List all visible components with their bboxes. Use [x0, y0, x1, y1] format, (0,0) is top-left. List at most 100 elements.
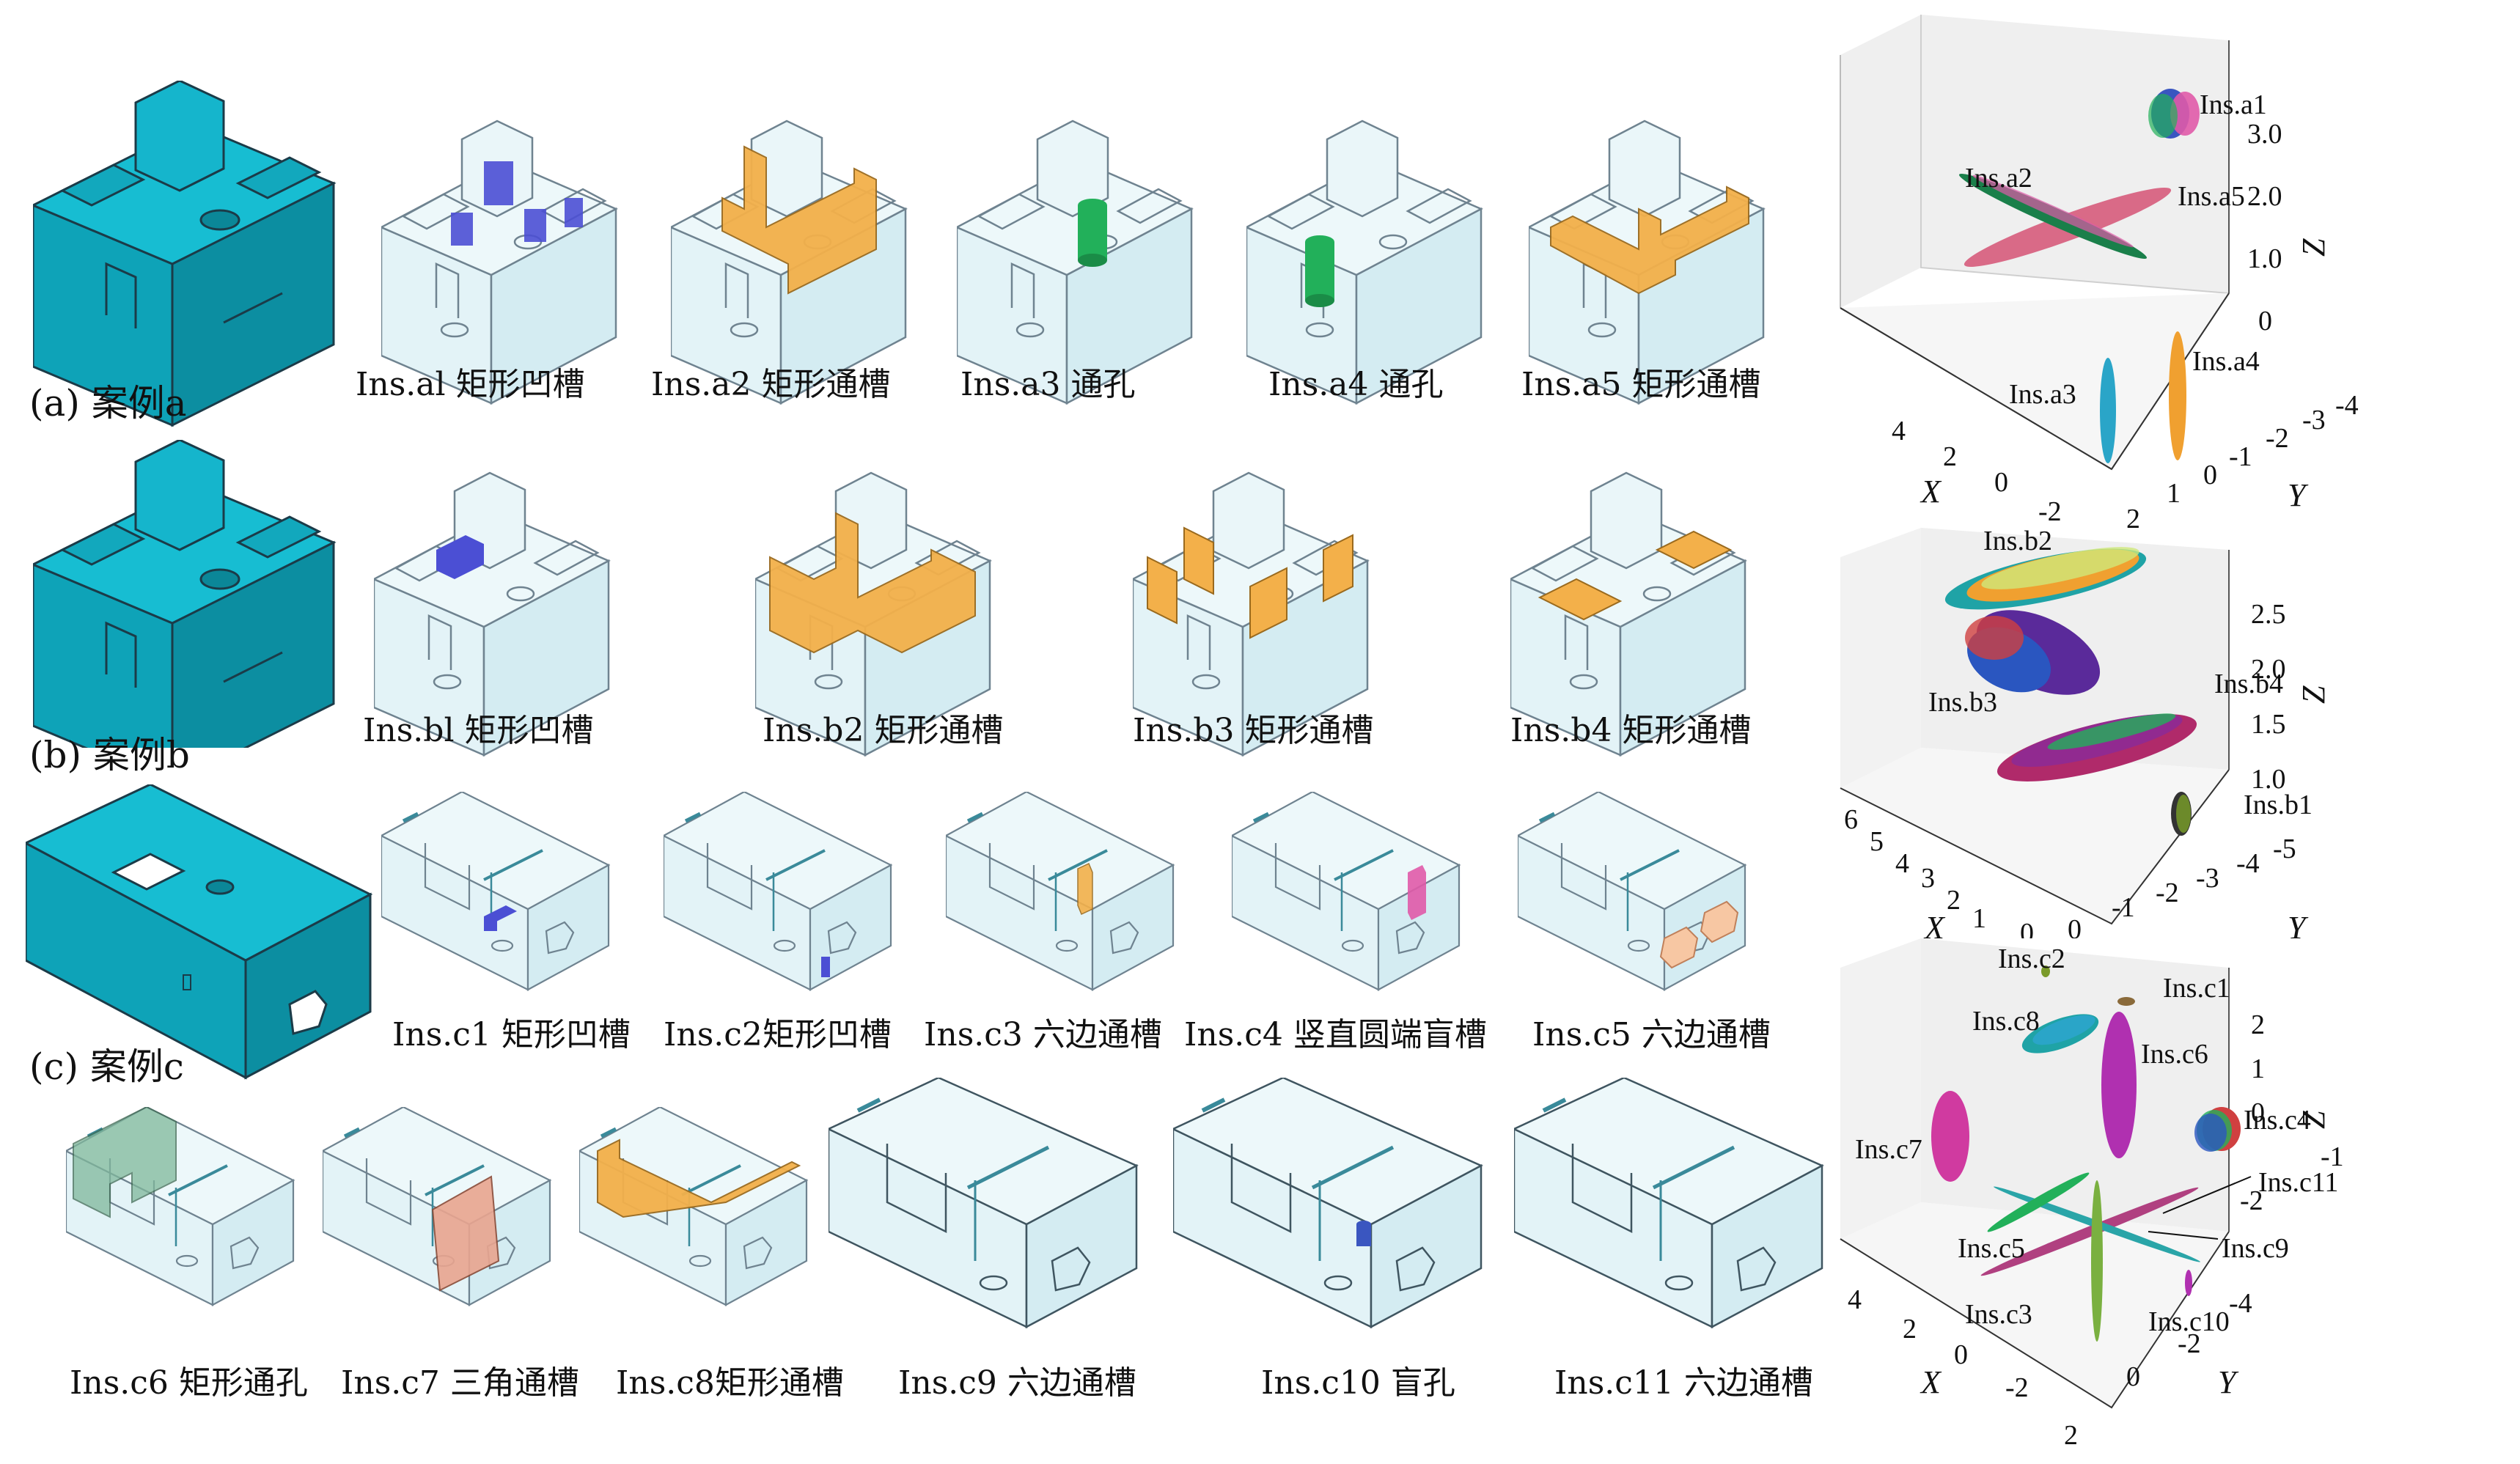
plot-c-label-c10: Ins.c10: [2148, 1306, 2230, 1337]
ins-a3-figure: [957, 119, 1193, 405]
ins-c4-label: Ins.c4 竖直圆端盲槽: [1184, 1016, 1487, 1053]
ins-b1-figure: [374, 471, 610, 757]
plot-c-label-c5: Ins.c5: [1958, 1233, 2025, 1264]
ins-c5-label: Ins.c5 六边通槽: [1532, 1016, 1771, 1053]
plot-b-x-tick: 5: [1870, 826, 1884, 857]
plot-b-x-tick: 2: [1947, 885, 1961, 916]
ins-a1-figure: [381, 119, 617, 405]
ins-b2-figure: [755, 471, 991, 757]
ins-c10-label: Ins.c10 盲孔: [1261, 1364, 1455, 1402]
plot-b-label-b1: Ins.b1: [2244, 790, 2313, 820]
plot-b-x-tick: 3: [1921, 863, 1935, 894]
ins-c8-label: Ins.c8矩形通槽: [616, 1364, 844, 1402]
ins-a2-figure: [671, 119, 907, 405]
plot-a-z-tick: 3.0: [2247, 119, 2282, 150]
plot-b-y-tick: -2: [2156, 878, 2179, 908]
ins-a2-label: Ins.a2 矩形通槽: [651, 366, 891, 403]
case-b-part: [33, 440, 335, 748]
ins-c4-figure: [1232, 792, 1466, 997]
plot-a-label-a3: Ins.a3: [2009, 379, 2076, 410]
plot-b-z-tick: 2.5: [2251, 599, 2286, 630]
ins-b2-label: Ins.b2 矩形通槽: [763, 712, 1004, 749]
plot-a-y-tick: -2: [2266, 423, 2289, 454]
plot-c-label-c1: Ins.c1: [2163, 973, 2230, 1004]
plot-b-label-b4: Ins.b4: [2214, 669, 2283, 699]
ins-c3-figure: [946, 792, 1180, 997]
plot-b-z-tick: 2.0: [2251, 654, 2286, 685]
plot-a-label-a5: Ins.a5: [2178, 181, 2245, 212]
ins-a5-figure: [1529, 119, 1765, 405]
plot-b-y-tick: -1: [2112, 892, 2135, 923]
plot-a-y-tick: -1: [2229, 441, 2252, 472]
plot-c-z-tick: 0: [2251, 1097, 2265, 1128]
plot-a-label-a4: Ins.a4: [2192, 346, 2260, 377]
plot-c-y-axis-label: Y: [2218, 1364, 2239, 1400]
plot-a-z-axis-label: Z: [2296, 238, 2332, 257]
plot-c-label-c6: Ins.c6: [2141, 1039, 2208, 1070]
ins-c3-label: Ins.c3 六边通槽: [924, 1016, 1162, 1053]
plot-b-y-tick: -3: [2196, 863, 2219, 894]
plot-c-x-axis-label: X: [1920, 1364, 1942, 1400]
ins-a4-label: Ins.a4 通孔: [1268, 366, 1444, 403]
ins-c1-figure: [381, 792, 616, 997]
plot-c-z-axis-label: Z: [2296, 1111, 2332, 1129]
plot-b-x-tick: 4: [1895, 848, 1909, 879]
plot-c: Ins.c2 Ins.c1 Ins.c8 Ins.c6 Ins.c4 Ins.c…: [1840, 938, 2344, 1451]
plot-c-z-tick: -1: [2321, 1141, 2344, 1172]
ins-c5-figure: [1518, 792, 1752, 997]
ins-a1-label: Ins.al 矩形凹槽: [356, 366, 585, 403]
ins-b4-figure: [1510, 471, 1746, 757]
plot-a-x-tick: 4: [1892, 416, 1906, 446]
plot-c-y-tick: -4: [2229, 1288, 2252, 1319]
plot-a-y-tick: 0: [2203, 460, 2217, 490]
plot-c-x-tick: 0: [1954, 1339, 1968, 1370]
plot-c-label-c4: Ins.c4: [2244, 1105, 2311, 1136]
plot-c-label-c8: Ins.c8: [1972, 1006, 2040, 1037]
plot-b-x-tick: 1: [1972, 903, 1986, 934]
plot-b-x-tick: 6: [1844, 804, 1858, 835]
plot-a-label-a2: Ins.a2: [1965, 163, 2032, 194]
plot-c-x-tick: 4: [1848, 1284, 1862, 1315]
case-b-label: (b) 案例b: [29, 734, 190, 776]
plot-b-z-tick: 1.0: [2251, 764, 2286, 795]
ins-c11-label: Ins.c11 六边通槽: [1554, 1364, 1813, 1402]
plot-c-label-c11: Ins.c11: [2258, 1167, 2338, 1198]
plot-a-y-tick: -3: [2302, 405, 2326, 435]
plot-c-label-c9: Ins.c9: [2222, 1233, 2289, 1264]
ins-c9-figure: [829, 1078, 1151, 1342]
ins-c7-figure: [323, 1107, 557, 1312]
ins-c1-label: Ins.c1 矩形凹槽: [392, 1016, 631, 1053]
plot-a-y-tick: 2: [2126, 504, 2140, 528]
plot-c-x-tick: -2: [2005, 1372, 2029, 1403]
ins-c9-label: Ins.c9 六边通槽: [898, 1364, 1136, 1402]
ins-c6-figure: [66, 1107, 301, 1312]
plot-a-y-axis-label: Y: [2288, 477, 2309, 513]
ins-a3-label: Ins.a3 通孔: [960, 366, 1136, 403]
plot-c-z-tick: 1: [2251, 1053, 2265, 1084]
plot-b-label-b3: Ins.b3: [1928, 687, 1997, 718]
ins-c10-figure: [1173, 1078, 1496, 1342]
plot-b-x-tick: 0: [2020, 918, 2034, 938]
ins-b3-figure: [1133, 471, 1369, 757]
plot-b-y-tick: 0: [2068, 914, 2082, 938]
ins-b1-label: Ins.bl 矩形凹槽: [363, 712, 594, 749]
ins-b3-label: Ins.b3 矩形通槽: [1133, 712, 1374, 749]
plot-c-label-c2: Ins.c2: [1998, 943, 2065, 974]
plot-c-x-tick: 2: [1903, 1314, 1917, 1345]
plot-b-z-axis-label: Z: [2296, 685, 2332, 704]
ins-c7-label: Ins.c7 三角通槽: [341, 1364, 579, 1402]
plot-a-label-a1: Ins.a1: [2200, 89, 2267, 120]
plot-a-z-tick: 2.0: [2247, 181, 2282, 212]
plot-c-y-tick: 2: [2064, 1420, 2078, 1451]
plot-a-z-tick: 1.0: [2247, 243, 2282, 274]
plot-c-y-tick: -2: [2178, 1328, 2201, 1359]
plot-a: Ins.a1 Ins.a2 Ins.a5 Ins.a3 Ins.a4 3.0 2…: [1840, 15, 2359, 528]
plot-b-x-axis-label: X: [1923, 910, 1946, 938]
plot-c-label-c3: Ins.c3: [1965, 1299, 2032, 1330]
ins-c6-label: Ins.c6 矩形通孔: [70, 1364, 308, 1402]
plot-b-y-tick: -4: [2236, 848, 2260, 879]
plot-b-y-tick: -5: [2273, 834, 2296, 864]
plot-a-x-tick: -2: [2038, 496, 2062, 527]
plot-b: Ins.b2 Ins.b3 Ins.b4 Ins.b1 2.5 2.0 1.5 …: [1840, 528, 2332, 938]
plot-b-z-tick: 1.5: [2251, 709, 2286, 740]
